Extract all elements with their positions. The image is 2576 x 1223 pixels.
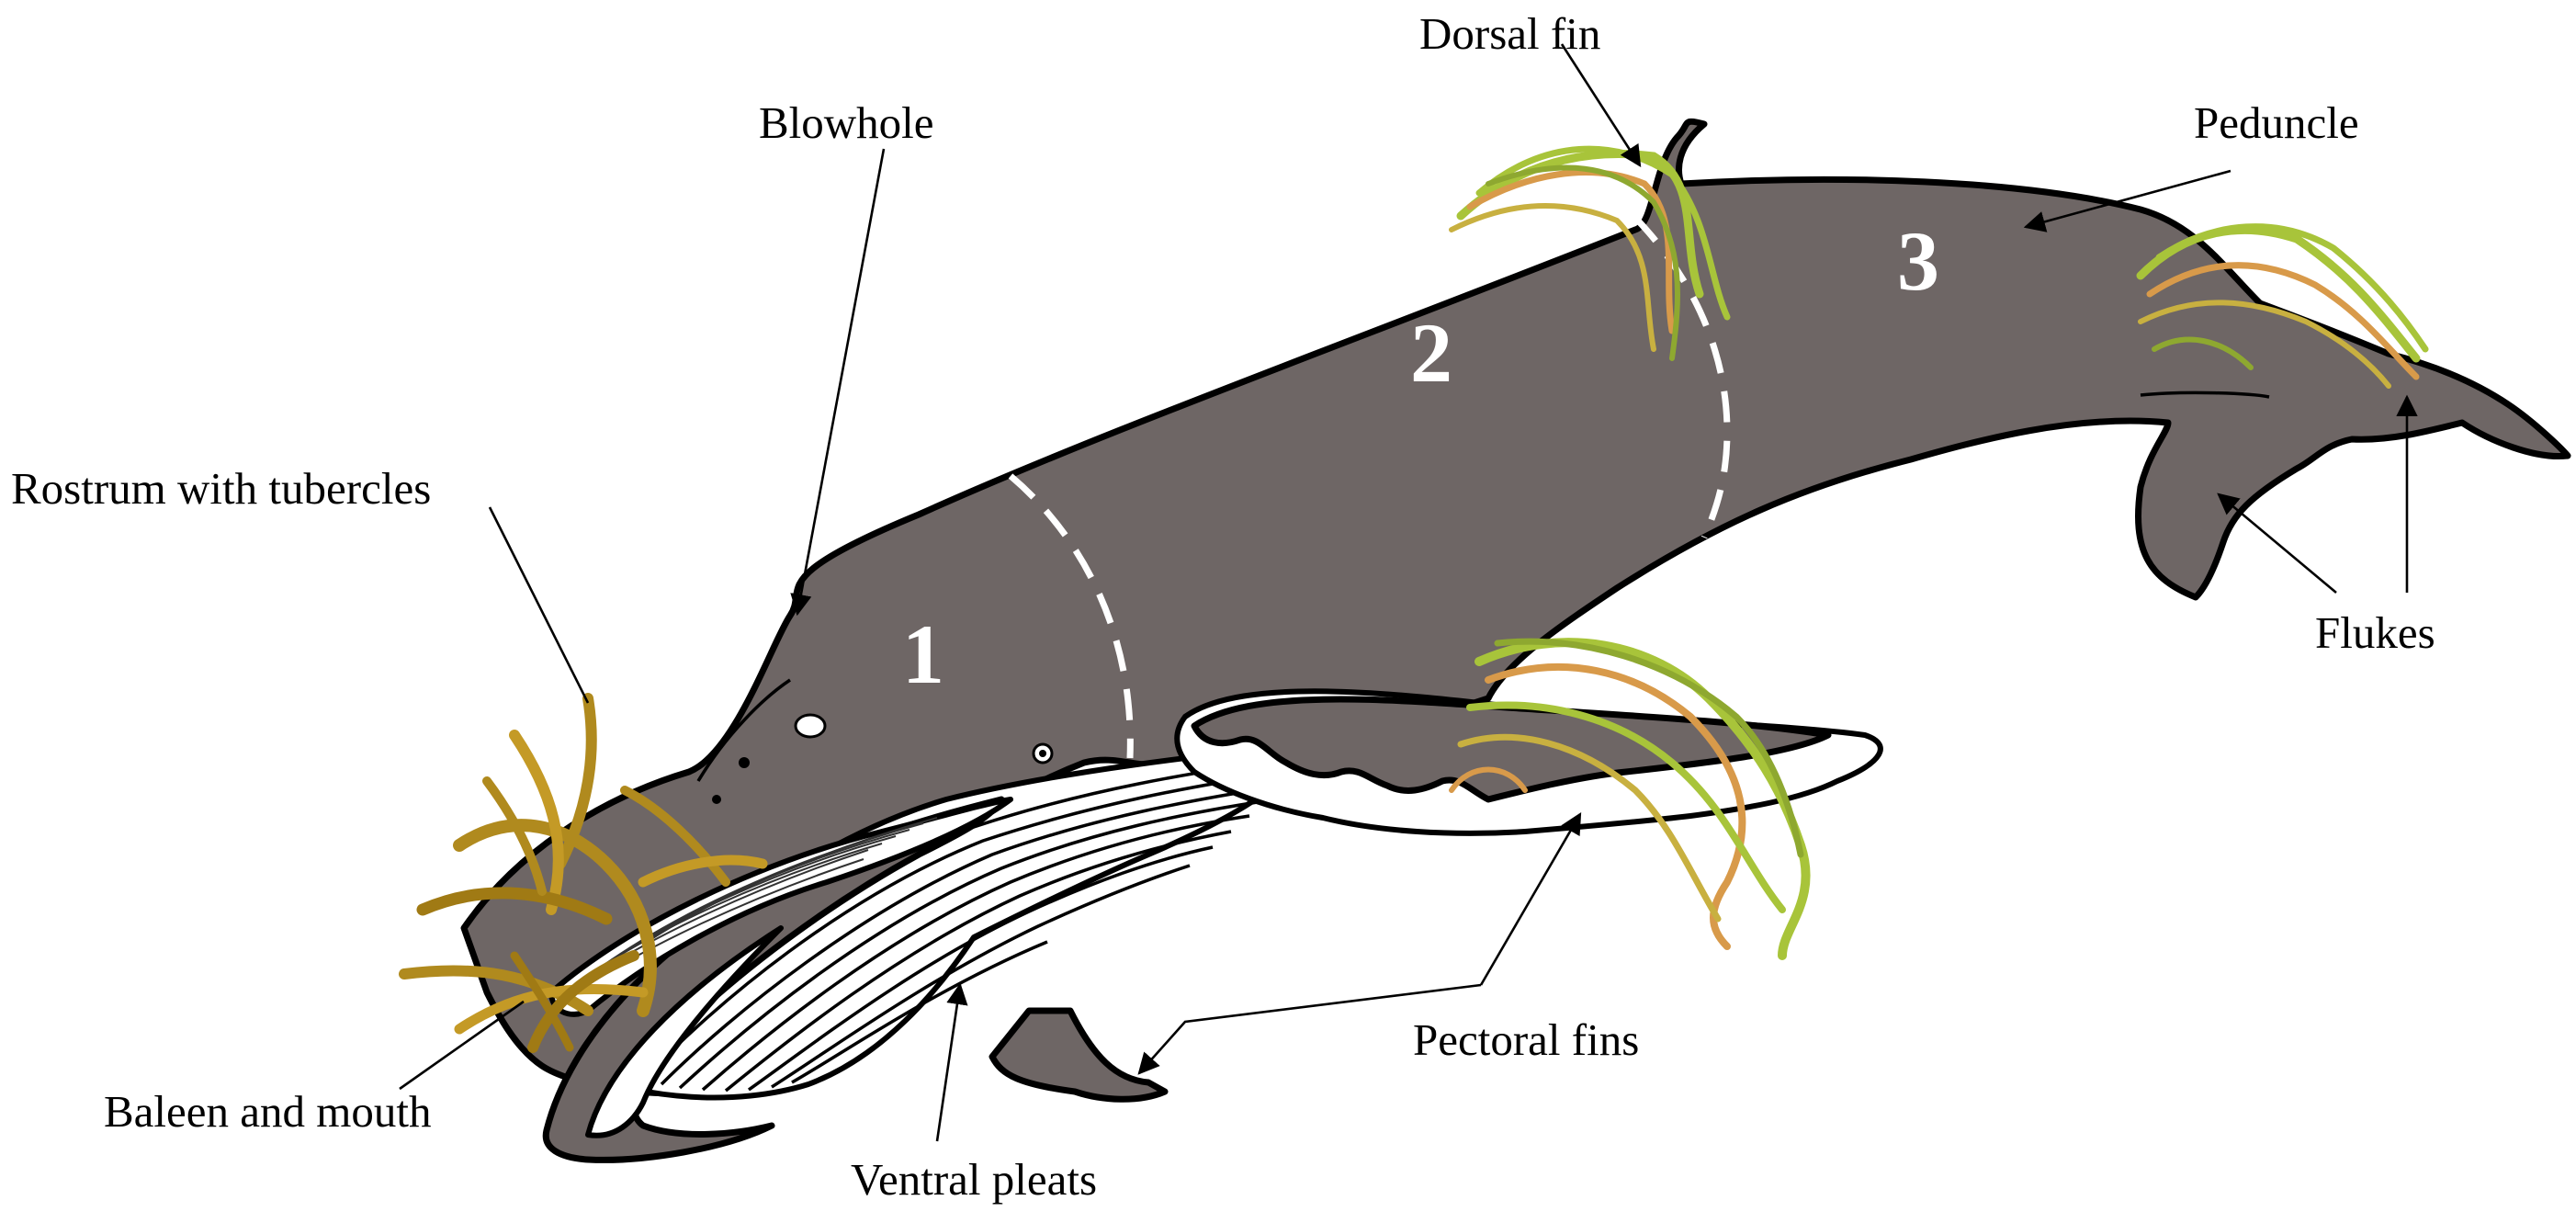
far-pectoral-fin xyxy=(989,1007,1169,1103)
pointer-flukes-lower xyxy=(2217,493,2337,594)
zone-divider-2 xyxy=(1596,181,1731,539)
label-blowhole: Blowhole xyxy=(759,97,934,148)
pointer-ventral-pleats xyxy=(935,982,968,1142)
pointer-pectoral-near xyxy=(1479,811,1582,986)
zone-divider-1 xyxy=(1008,473,1134,759)
pointer-pectoral-far xyxy=(1137,983,1482,1075)
whale-body xyxy=(460,118,2571,1097)
label-ventral-pleats: Ventral pleats xyxy=(851,1154,1097,1205)
kelp-pectoral xyxy=(1449,638,1811,960)
head-tubercle-dot xyxy=(739,757,750,768)
head-tubercle xyxy=(794,713,827,739)
label-pectoral-fins: Pectoral fins xyxy=(1413,1014,1639,1065)
head-ridge xyxy=(696,678,791,782)
pointer-dorsal-fin xyxy=(1560,43,1642,167)
label-rostrum: Rostrum with tubercles xyxy=(11,463,431,514)
labels: Dorsal fin Blowhole Peduncle Rostrum wit… xyxy=(11,8,2435,1205)
head-tubercle-dot xyxy=(712,795,721,804)
label-dorsal-fin: Dorsal fin xyxy=(1419,8,1600,59)
zone-number-1: 1 xyxy=(902,607,944,701)
label-baleen: Baleen and mouth xyxy=(104,1086,432,1137)
whale-eye-pupil xyxy=(1039,750,1046,757)
rostrum-tangle xyxy=(399,693,768,1053)
pointer-lines xyxy=(399,43,2418,1142)
label-peduncle: Peduncle xyxy=(2194,97,2359,148)
ventral-pleats-region xyxy=(576,742,1316,1101)
kelp-tail xyxy=(2136,223,2429,389)
kelp-dorsal xyxy=(1449,145,1731,361)
pointer-peduncle xyxy=(2023,169,2231,232)
lower-jaw-inner xyxy=(585,925,784,1138)
fluke-edge-line xyxy=(2140,391,2270,399)
pleat-lines xyxy=(623,756,1296,1093)
pointer-rostrum xyxy=(488,506,590,704)
zone-number-2: 2 xyxy=(1410,306,1452,400)
pointer-blowhole xyxy=(790,148,886,617)
zone-number-3: 3 xyxy=(1897,214,1939,308)
pointer-baleen xyxy=(399,1000,525,1091)
label-flukes: Flukes xyxy=(2315,607,2435,658)
